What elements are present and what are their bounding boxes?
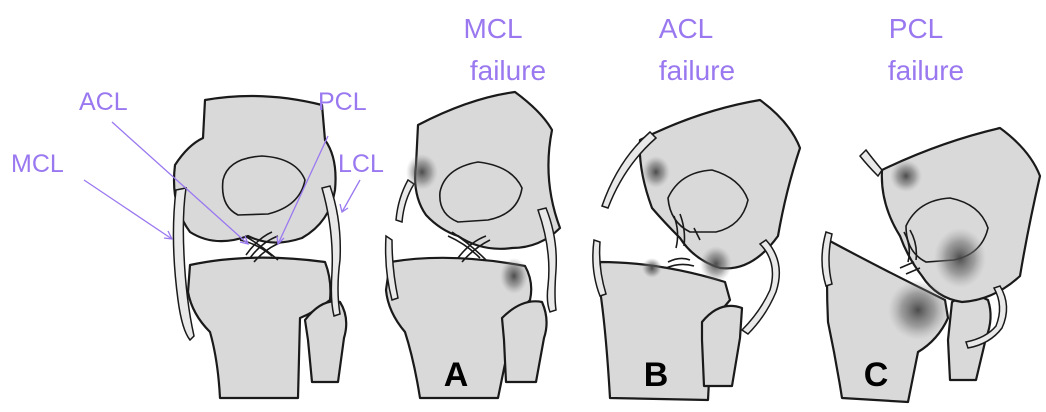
panel-b-title-line1: ACL [659, 13, 713, 44]
panel-b-title-line2: failure [659, 55, 735, 86]
normal-knee [173, 96, 346, 398]
pcl-label: PCL [318, 88, 367, 116]
injury-spot-a1 [406, 154, 438, 190]
mcl-c [860, 150, 882, 176]
panel-a-title-line1: MCL [463, 13, 522, 44]
mcl-pointer [84, 180, 172, 239]
panel-c-letter: C [864, 356, 889, 394]
injury-spot-b1 [642, 156, 670, 188]
knee-a-mcl-failure [386, 92, 560, 398]
injury-spot-c2 [934, 228, 986, 288]
knee-b-acl-failure [593, 100, 800, 400]
fibula-b [702, 306, 742, 386]
panel-c-title-line2: failure [888, 55, 964, 86]
lcl-label: LCL [338, 150, 384, 178]
panel-b-letter: B [644, 356, 669, 394]
injury-spot-c3 [888, 280, 948, 340]
fibula-a [502, 301, 547, 382]
injury-spot-c1 [890, 160, 922, 192]
panel-c-title-line1: PCL [889, 13, 943, 44]
injury-spot-a2 [500, 258, 528, 294]
panel-a-letter: A [444, 356, 469, 394]
injury-spot-b3 [642, 258, 662, 278]
mcl-label: MCL [11, 150, 64, 178]
injury-spot-b2 [700, 246, 732, 282]
acl-label: ACL [79, 88, 128, 116]
lcl-pointer [342, 180, 360, 212]
panel-a-title-line2: failure [470, 55, 546, 86]
knee-c-pcl-failure [822, 128, 1040, 402]
torn-mcl-upper-a [396, 180, 414, 222]
